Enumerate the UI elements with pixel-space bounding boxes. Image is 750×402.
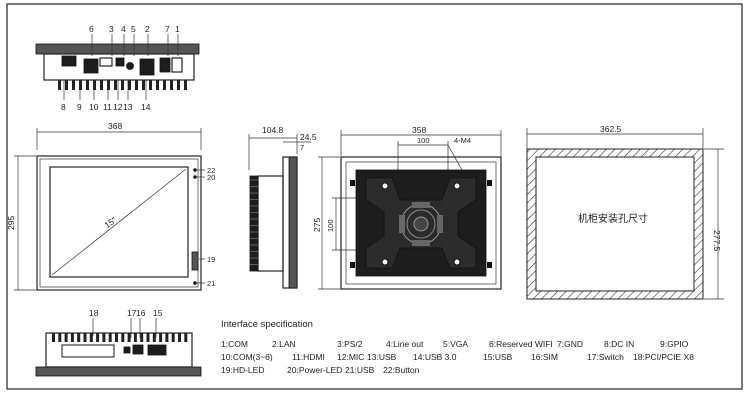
spec-item: 13:USB [367,352,397,362]
spec-item: 20:Power-LED [287,365,342,375]
interface-specification: Interface specification 1:COM 2:LAN 3:PS/2… [221,319,694,375]
spec-item: 1:COM [221,339,248,349]
front-bezel [36,155,202,291]
spec-item: 17:Switch [587,352,624,362]
spec-item: 3:PS/2 [337,339,363,349]
callout-21: 21 [207,279,215,288]
spec-item: 2:LAN [272,339,296,349]
spec-item: 18:PCI/PCIE X8 [633,352,694,362]
side-panel-dim: 24.5 [300,132,317,142]
spec-item: 16:SIM [531,352,558,362]
callout-15: 15 [153,308,163,318]
callout-16: 16 [136,308,146,318]
top-view: 6 3 4 5 2 7 1 8 9 10 11 12 13 14 [35,24,200,112]
spec-item: 12:MIC [337,352,364,362]
spec-title: Interface specification [221,319,313,330]
callout-7: 7 [165,24,170,34]
callout-13: 13 [123,102,133,112]
side-heatsink [249,175,259,272]
callout-17: 17 [127,308,137,318]
side-view: 104.8 24.5 7 [248,125,317,289]
bottom-bezel [35,366,202,377]
rear-height-dim: 275 [312,218,322,232]
spec-item: 15:USB [483,352,513,362]
top-chassis [43,53,195,81]
screen-diagonal [51,168,187,276]
front-width-dim: 368 [108,121,122,131]
side-small-dim: 7 [300,143,304,152]
cutout-width-dim: 362.5 [600,124,622,134]
callout-9: 9 [77,102,82,112]
top-bezel [35,43,200,55]
bottom-view: 18 17 16 15 [35,308,202,377]
callout-1: 1 [175,24,180,34]
pci-slot [61,344,115,358]
vesa-label: 4-M4 [454,136,471,145]
rear-width-dim: 358 [412,125,426,135]
cutout-view: 362.5 277.5 机柜安装孔尺寸 [526,124,724,300]
spec-item: 9:GPIO [660,339,689,349]
callout-2: 2 [145,24,150,34]
callout-10: 10 [89,102,99,112]
callout-22: 22 [207,166,215,175]
callout-14: 14 [141,102,151,112]
cutout-hatched-frame [526,148,704,300]
callout-19: 19 [207,255,215,264]
rear-vesa-v-dim: 100 [326,219,335,232]
spec-item: 5:VGA [443,339,468,349]
front-button [191,251,199,271]
spec-item: 21:USB [345,365,375,375]
callout-18: 18 [89,308,99,318]
spec-item: 14:USB 3.0 [413,352,457,362]
front-view: 368 295 15" 22 20 19 21 [6,121,215,291]
callout-20: 20 [207,173,215,182]
callout-11: 11 [103,102,112,112]
diagonal-size: 15" [102,215,118,230]
rear-frame [340,156,502,290]
rear-view: 358 100 4-M4 275 100 [312,125,502,290]
spec-item: 7:GND [557,339,583,349]
spec-item: 6:Reserved WIFI [489,339,553,349]
spec-item: 22:Button [383,365,420,375]
spec-item: 4:Line out [386,339,424,349]
spec-item: 10:COM(3~6) [221,352,273,362]
cutout-label: 机柜安装孔尺寸 [578,212,648,225]
spec-item: 19:HD-LED [221,365,264,375]
spec-item: 8:DC IN [604,339,634,349]
top-heatsink-fins [58,80,187,90]
sheet-border [6,3,743,390]
callout-6: 6 [89,24,94,34]
callout-3: 3 [109,24,114,34]
spec-item: 11:HDMI [292,352,325,362]
side-body [257,175,284,272]
side-depth-dim: 104.8 [262,125,284,135]
front-screen [49,166,189,278]
callout-8: 8 [61,102,66,112]
callout-5: 5 [131,24,136,34]
callout-12: 12 [113,102,123,112]
cutout-height-dim: 277.5 [712,230,722,252]
rear-inner-dim: 100 [417,136,430,145]
callout-4: 4 [121,24,126,34]
front-height-dim: 295 [6,216,16,230]
